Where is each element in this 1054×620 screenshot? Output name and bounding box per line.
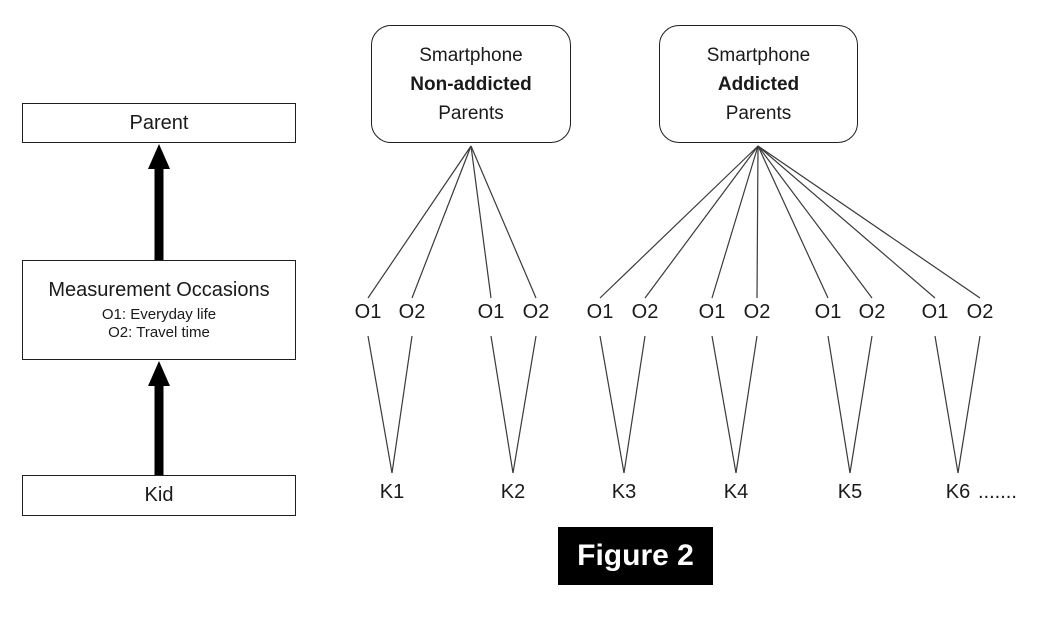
converge-line: [599, 335, 625, 474]
occasion-1-description: O1: Everyday life: [101, 306, 217, 323]
kid-box: Kid: [22, 475, 296, 516]
fan-line: [757, 145, 873, 299]
converge-line: [490, 335, 514, 474]
measurement-occasions-title: Measurement Occasions: [48, 279, 270, 301]
fan-line: [757, 145, 829, 299]
occasion-label: O2: [522, 301, 550, 323]
occasion-label: O1: [586, 301, 614, 323]
converge-line: [512, 335, 537, 474]
converge-line: [827, 335, 851, 474]
up-arrow-kid-to-measurement: [148, 361, 170, 476]
occasion-label: O1: [477, 301, 505, 323]
up-arrow-measurement-to-parent: [148, 144, 170, 261]
converge-line: [934, 335, 959, 474]
kid-label: K2: [500, 481, 526, 503]
occasion-label: O2: [398, 301, 426, 323]
converge-line: [849, 335, 873, 474]
fan-line: [411, 145, 472, 299]
group-title-line: Parents: [438, 102, 504, 124]
fan-line: [470, 145, 492, 299]
converge-line: [957, 335, 981, 474]
fan-line: [757, 145, 981, 299]
group-title-line: Smartphone: [706, 44, 811, 66]
converge-line: [711, 335, 737, 474]
occasion-label: O1: [921, 301, 949, 323]
group-box-addicted-parents: Smartphone Addicted Parents: [659, 25, 858, 143]
occasion-label: O1: [814, 301, 842, 323]
fan-line: [756, 145, 759, 299]
parent-box-label: Parent: [129, 111, 189, 134]
kid-label: K1: [379, 481, 405, 503]
converge-line: [735, 335, 758, 474]
figure-caption: Figure 2: [558, 527, 713, 585]
occasion-label: O1: [354, 301, 382, 323]
kid-label: K6: [945, 481, 971, 503]
kid-box-label: Kid: [144, 484, 174, 506]
occasion-label: O1: [698, 301, 726, 323]
converge-line: [623, 335, 646, 474]
fan-line: [757, 145, 936, 299]
occasion-label: O2: [743, 301, 771, 323]
occasion-label: O2: [631, 301, 659, 323]
group-title-line: Parents: [725, 102, 792, 124]
fan-line: [367, 145, 472, 299]
occasion-label: O2: [858, 301, 886, 323]
fan-line: [470, 145, 537, 299]
converge-line: [391, 335, 413, 474]
kid-label: K4: [723, 481, 749, 503]
group-title-bold-line: Addicted: [717, 73, 800, 95]
group-box-non-addicted-parents: Smartphone Non-addicted Parents: [371, 25, 571, 143]
measurement-occasions-box: Measurement Occasions O1: Everyday life …: [22, 260, 296, 360]
kid-label: K3: [611, 481, 637, 503]
fan-line: [644, 145, 759, 299]
converge-line: [367, 335, 393, 474]
fan-line: [711, 145, 759, 299]
fan-line: [599, 145, 759, 299]
parent-box: Parent: [22, 103, 296, 143]
occasion-2-description: O2: Travel time: [108, 324, 210, 341]
group-title-line: Smartphone: [419, 44, 523, 66]
kid-label: K5: [837, 481, 863, 503]
occasion-label: O2: [966, 301, 994, 323]
group-title-bold-line: Non-addicted: [410, 73, 532, 95]
kid-label-ellipsis: .......: [978, 481, 1017, 503]
fan-and-converge-lines: [367, 145, 981, 474]
